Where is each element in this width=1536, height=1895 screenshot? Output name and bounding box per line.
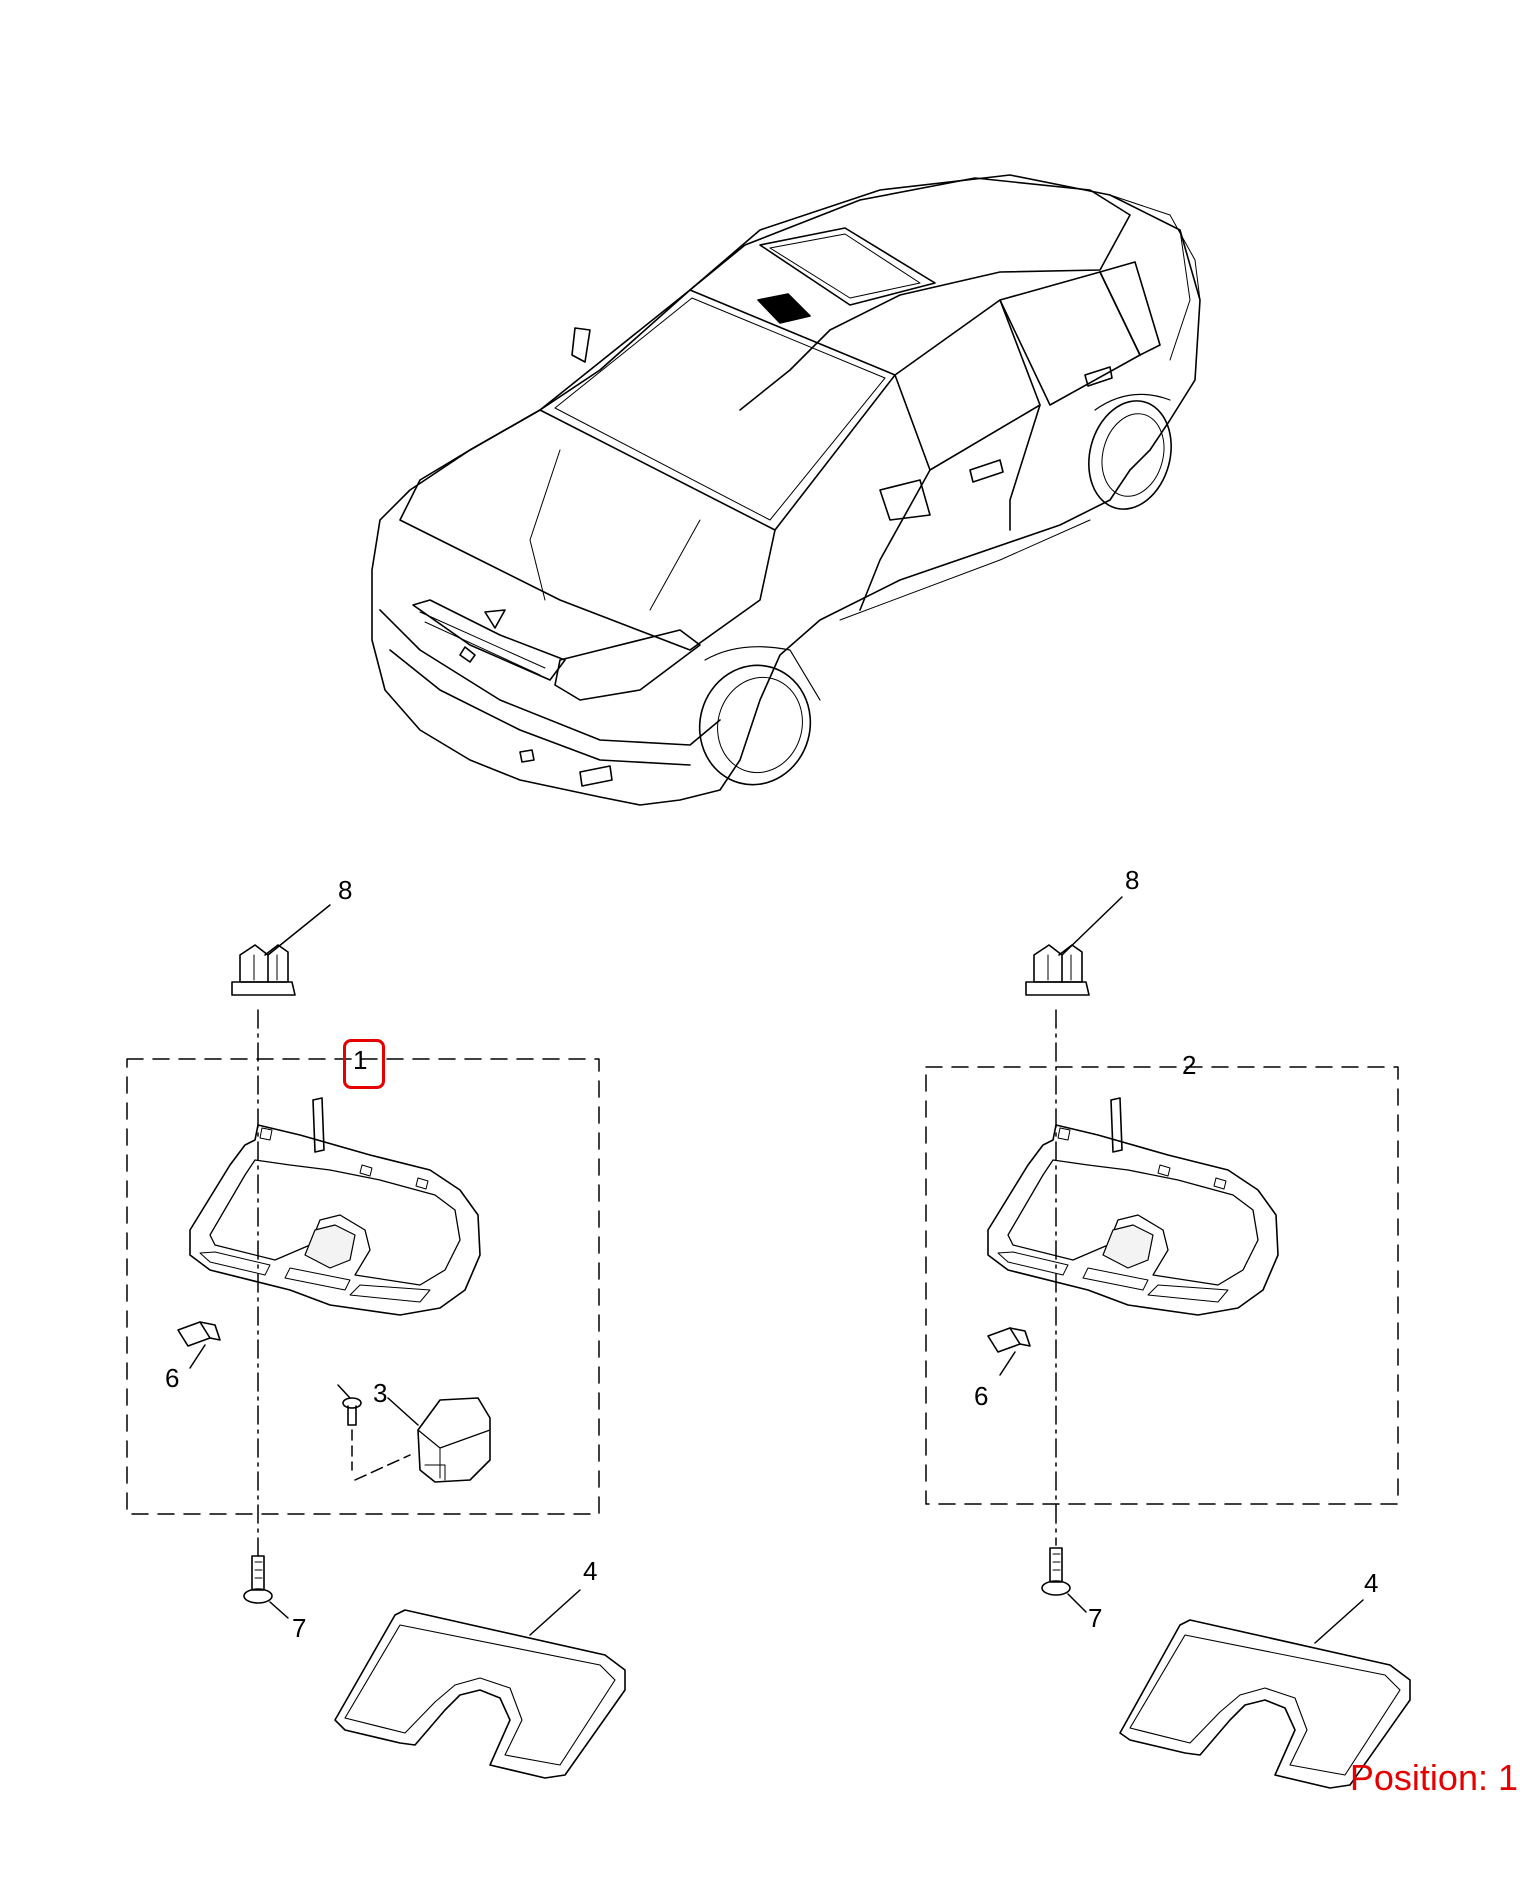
left-bulb-part (177, 1321, 221, 1369)
left-clip-part (231, 944, 296, 996)
position-label: Position: 1 (1349, 1757, 1518, 1798)
callout-right-clip[interactable]: 8 (1125, 865, 1140, 895)
left-switch-part (354, 1397, 491, 1483)
left-pad-part (334, 1589, 626, 1779)
right-bulb-part (987, 1327, 1031, 1376)
right-dome-light-part (987, 1097, 1279, 1316)
right-pad-part (1119, 1599, 1411, 1789)
callout-left-screw[interactable]: 7 (292, 1613, 307, 1643)
callout-right-bulb[interactable]: 6 (974, 1381, 989, 1411)
callout-left-pad[interactable]: 4 (583, 1556, 598, 1586)
left-screw-part (243, 1555, 289, 1619)
callout-right-pad[interactable]: 4 (1364, 1568, 1379, 1598)
left-small-screw-part (337, 1384, 362, 1471)
callout-left-assembly[interactable]: 1 (353, 1045, 368, 1075)
callout-right-assembly[interactable]: 2 (1182, 1050, 1197, 1080)
callout-left-bulb[interactable]: 6 (165, 1363, 180, 1393)
right-assembly-group (925, 896, 1411, 1789)
callout-right-screw[interactable]: 7 (1088, 1603, 1103, 1633)
left-assembly-group (126, 904, 626, 1779)
right-clip-part (1025, 944, 1090, 996)
callout-left-clip[interactable]: 8 (338, 875, 353, 905)
callout-left-switch[interactable]: 3 (373, 1378, 388, 1408)
car-illustration (371, 174, 1201, 806)
left-dome-light-part (189, 1097, 481, 1316)
right-screw-part (1041, 1547, 1087, 1613)
callout-highlight-box (343, 1039, 385, 1089)
